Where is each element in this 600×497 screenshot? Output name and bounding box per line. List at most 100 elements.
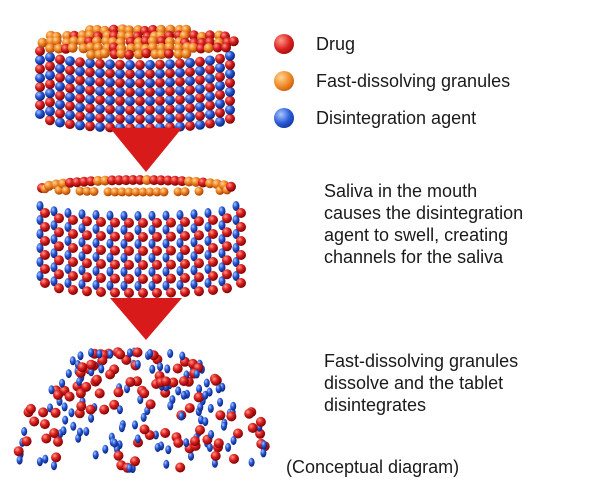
- drug-particle: [124, 245, 134, 256]
- drug-particle: [13, 446, 24, 457]
- drug-particle: [152, 273, 162, 284]
- drug-particle: [166, 231, 176, 242]
- agent-particle: [190, 265, 198, 276]
- drug-particle: [40, 222, 50, 232]
- agent-particle: [120, 266, 128, 277]
- drug-particle: [105, 104, 115, 115]
- agent-particle: [135, 105, 145, 115]
- drug-particle: [82, 230, 92, 241]
- agent-particle: [185, 93, 195, 104]
- agent-particle: [147, 348, 154, 358]
- agent-particle: [50, 234, 58, 245]
- arrow-triangle: [110, 298, 182, 340]
- agent-particle: [176, 238, 184, 248]
- agent-particle: [232, 243, 240, 253]
- granule-particle: [37, 37, 48, 48]
- agent-particle: [92, 450, 99, 460]
- drug-particle: [40, 264, 50, 274]
- drug-particle: [124, 217, 134, 228]
- drug-particle: [190, 436, 200, 447]
- agent-particle: [75, 66, 85, 77]
- agent-particle: [118, 423, 125, 433]
- agent-particle: [120, 252, 128, 263]
- drug-particle: [82, 272, 92, 283]
- agent-particle: [92, 252, 100, 262]
- agent-particle: [215, 116, 225, 127]
- drug-particle: [208, 229, 218, 239]
- drug-particle: [25, 403, 36, 414]
- drug-particle: [155, 113, 165, 124]
- agent-particle: [218, 262, 226, 273]
- drug-particle: [215, 89, 225, 100]
- agent-particle: [69, 356, 76, 366]
- legend-label-granules: Fast-dissolving granules: [316, 71, 511, 91]
- drug-particle: [105, 369, 116, 380]
- diagram-caption: (Conceptual diagram): [286, 457, 460, 477]
- step-2-description: Fast-dissolving granules dissolve and th…: [324, 351, 519, 415]
- drug-particle: [152, 245, 162, 256]
- drug-particle: [91, 374, 102, 385]
- agent-particle: [134, 359, 141, 369]
- agent-particle: [176, 224, 184, 234]
- agent-particle: [196, 384, 203, 394]
- agent-particle: [217, 397, 224, 407]
- agent-particle: [102, 444, 109, 454]
- drug-particle: [205, 118, 215, 129]
- drug-particle: [85, 85, 95, 96]
- legend-item-granules: Fast-dissolving granules: [274, 68, 510, 94]
- drug-particle: [29, 416, 40, 427]
- agent-particle: [50, 262, 58, 273]
- agent-particle: [115, 68, 125, 79]
- agent-particle: [220, 421, 227, 431]
- granule-particle: [116, 48, 127, 59]
- arrow-down-1: [110, 128, 182, 172]
- drug-particle: [194, 244, 204, 255]
- drug-particle: [54, 227, 64, 238]
- agent-particle: [195, 65, 205, 76]
- agent-particle: [207, 403, 214, 413]
- agent-particle: [95, 121, 105, 132]
- agent-dot-icon: [274, 108, 294, 128]
- drug-particle: [225, 95, 235, 106]
- drug-particle: [138, 232, 148, 242]
- agent-particle: [154, 443, 161, 452]
- agent-particle: [92, 224, 100, 234]
- agent-particle: [35, 55, 45, 65]
- drug-particle: [40, 208, 50, 218]
- drug-particle: [180, 231, 190, 241]
- legend-item-agent: Disintegration agent: [274, 105, 476, 131]
- agent-particle: [148, 238, 156, 249]
- drug-particle: [38, 407, 49, 418]
- agent-particle: [88, 348, 95, 358]
- agent-particle: [65, 369, 72, 379]
- granule-particle: [51, 36, 62, 46]
- drug-particle: [208, 271, 218, 281]
- agent-particle: [183, 438, 190, 448]
- agent-particle: [232, 201, 240, 211]
- drug-particle: [115, 349, 126, 360]
- drug-particle: [138, 260, 148, 270]
- agent-particle: [179, 351, 186, 361]
- drug-particle: [115, 77, 125, 88]
- drug-particle: [110, 259, 120, 270]
- drug-particle: [236, 278, 246, 288]
- legend-label-agent: Disintegration agent: [316, 108, 477, 128]
- agent-particle: [55, 81, 65, 92]
- granule-particle: [89, 187, 99, 196]
- agent-particle: [202, 417, 209, 427]
- agent-particle: [175, 67, 185, 78]
- agent-particle: [98, 364, 105, 374]
- granule-particle: [45, 43, 56, 54]
- drug-particle: [124, 259, 134, 270]
- granule-particle: [93, 175, 103, 186]
- agent-particle: [88, 413, 95, 423]
- drug-particle: [40, 250, 50, 260]
- drug-particle: [212, 42, 223, 53]
- agent-particle: [135, 69, 145, 79]
- drug-particle: [168, 377, 179, 388]
- drug-particle: [86, 176, 96, 187]
- drug-particle: [222, 227, 232, 238]
- agent-particle: [42, 454, 49, 464]
- drug-particle: [124, 287, 134, 298]
